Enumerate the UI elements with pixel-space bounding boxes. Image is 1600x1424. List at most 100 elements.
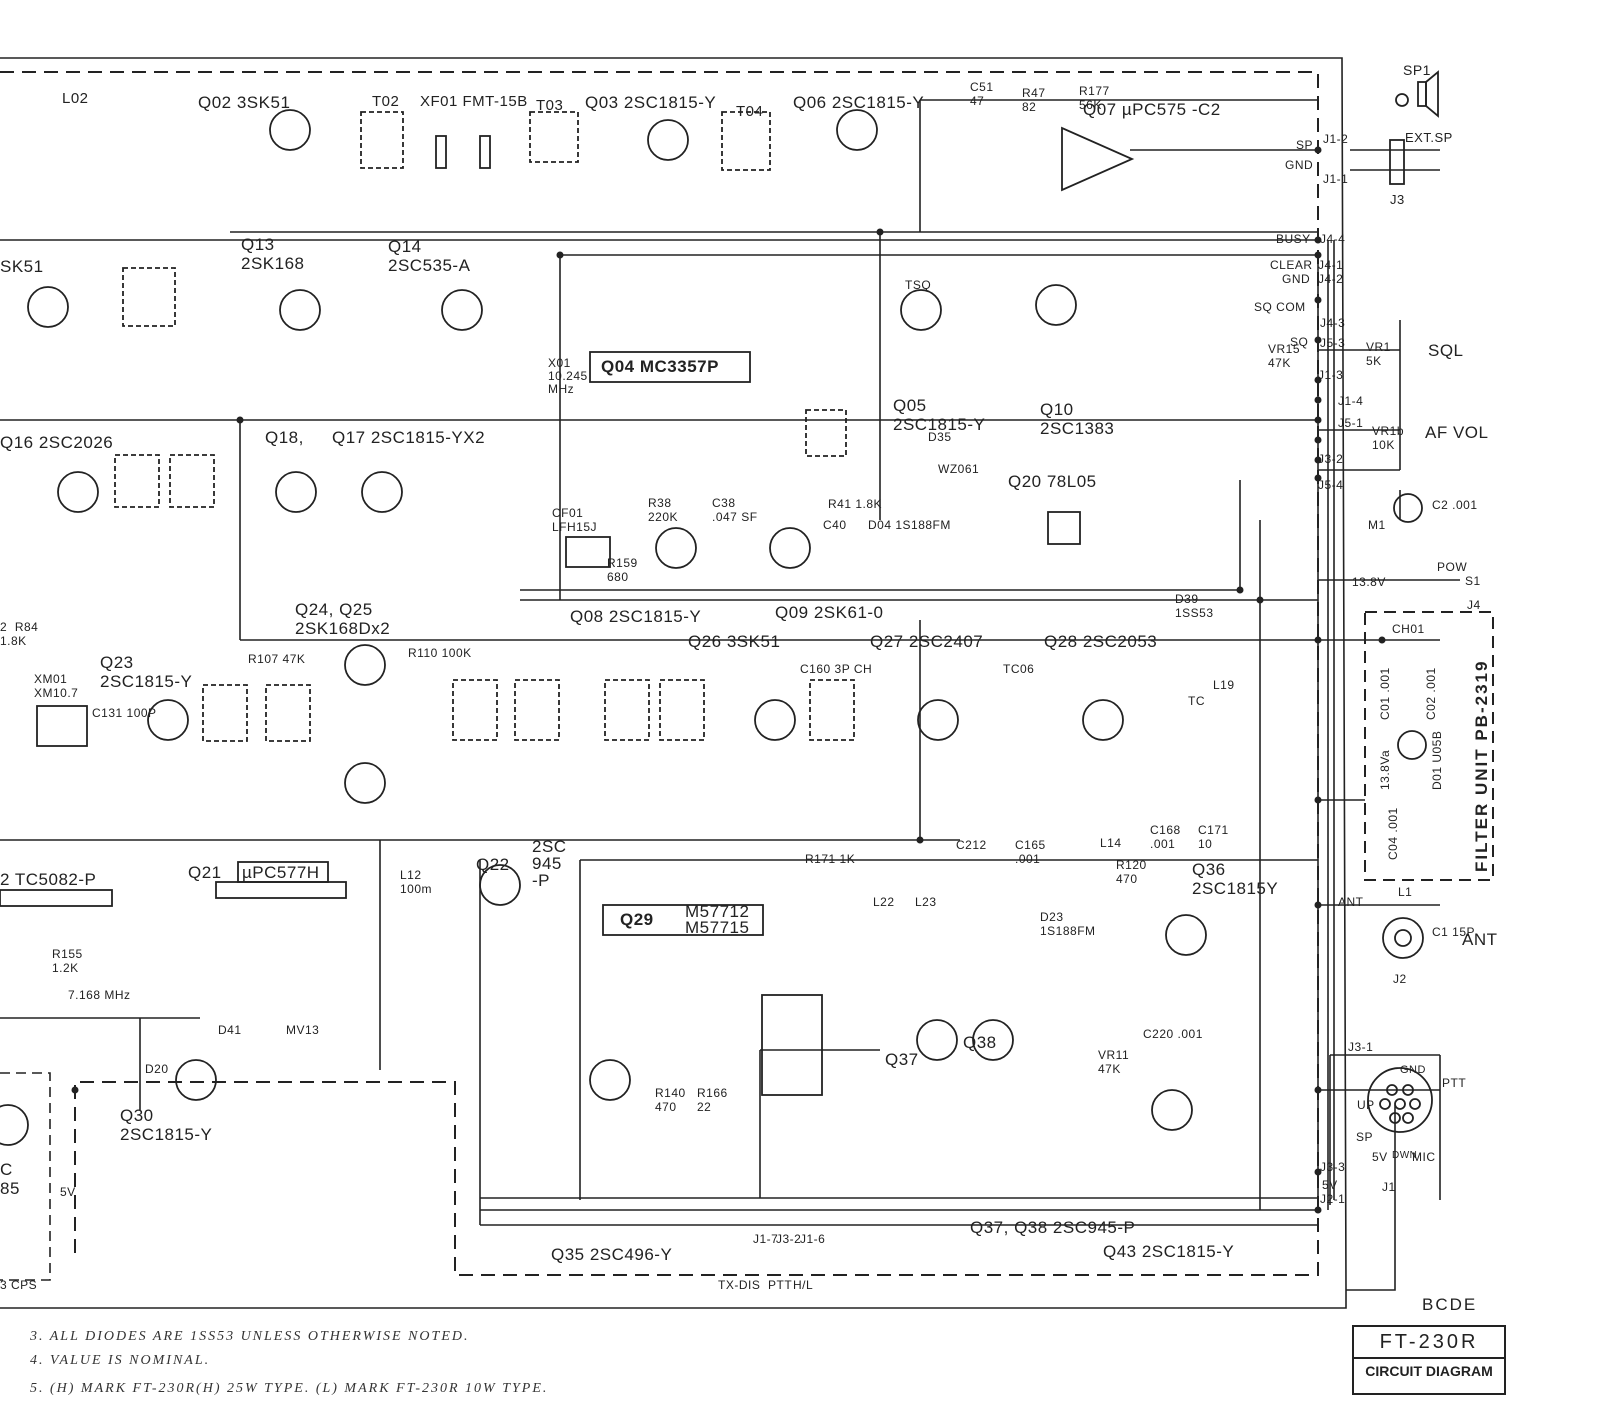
q37-q38-label: Q37, Q38 2SC945-P [970,1218,1136,1237]
l14-label: L14 [1100,836,1122,850]
q27-symbol [917,699,959,741]
d01-label: D01 U05B [1430,730,1444,790]
q38-symbol [972,1019,1014,1061]
clear-label: CLEAR [1270,258,1313,272]
q43-symbol [1151,1089,1193,1131]
q07-opamp-symbol [1061,126,1135,192]
t10-box [265,684,311,742]
j1-7-label: J1-7 [753,1232,779,1246]
q30-symbol [175,1059,217,1101]
vr11-label: VR11 47K [1098,1048,1130,1076]
q17-label: Q17 2SC1815-YX2 [332,428,486,447]
tsq-label: TSQ [905,278,932,292]
junctions [71,146,1386,1214]
xm01-label: XM01 XM10.7 [34,672,79,700]
r155-label: R155 1.2K [52,947,83,975]
gnd-label: GND [1285,158,1314,172]
q08-symbol [655,527,697,569]
q26-symbol [754,699,796,741]
q22-label: Q22 [476,855,510,874]
af-vol-label: AF VOL [1425,423,1489,442]
j3-ext-sp-jack [1389,139,1405,185]
d01-indicator [1397,730,1427,760]
q04-ic-body [589,351,751,383]
r107-label: R107 47K [248,652,306,666]
q-left-symbol [0,1104,29,1146]
tx-dis-label: TX-DIS [718,1278,761,1292]
hl-label: H/L [793,1278,814,1292]
d35-label: D35 [928,430,952,444]
t04-box [721,111,771,171]
r110-label: R110 100K [408,646,472,660]
j4-2-label: J4-2 [1318,272,1344,286]
q17-symbol [361,471,403,513]
sk51-label: SK51 [0,257,44,276]
q20-regulator-body [1047,511,1081,545]
vr1b-label: VR1b 10K [1372,424,1405,452]
r120-label: R120 470 [1116,858,1147,886]
q29-module-body [602,904,764,936]
q29h-label: M57712 [685,902,750,921]
xf01-crystal-a [435,135,447,169]
r38-label: R38 220K [648,496,679,524]
l22-label: L22 [873,895,895,909]
j2-1-label: J2-1 [1320,1192,1346,1206]
t11-box [452,679,498,741]
c212-label: C212 [956,838,987,852]
5v-c-label: 5V [60,1185,76,1199]
c01-label: C01 .001 [1378,667,1392,720]
c220-label: C220 .001 [1143,1027,1203,1041]
q21-pins [215,881,347,899]
q09-label: Q09 2SK61-0 [775,603,884,622]
q29-label: Q29 [620,910,654,929]
mic-label: MIC [1412,1150,1436,1164]
q14-symbol [441,289,483,331]
j4-1-label: J4-1 [1318,258,1344,272]
diagram-subtitle: CIRCUIT DIAGRAM [1365,1363,1493,1379]
tc5082-pins [0,889,113,907]
xf01-crystal-b [479,135,491,169]
d04-label: D04 1S188FM [868,518,951,532]
d20-label: D20 [145,1062,169,1076]
t04-label: T04 [736,103,764,120]
j3-2-label: J3-2 [1318,452,1344,466]
q05-symbol [900,289,942,331]
relay-block [761,994,823,1096]
q25-symbol [344,762,386,804]
q23-symbol [147,699,189,741]
q27-label: Q27 2SC2407 [870,632,984,651]
ant-jack [1382,917,1424,959]
c85-label: C 85 [0,1160,20,1198]
t02-label: T02 [372,93,400,110]
q37-symbol [916,1019,958,1061]
pow-label: POW [1437,560,1468,574]
t03-label: T03 [536,97,564,114]
q30-label: Q30 2SC1815-Y [120,1106,213,1144]
cf01-label: CF01 LFH15J [552,506,598,534]
components [0,70,1439,1146]
5v-label: 5V [1372,1150,1388,1164]
j4-label: J4 [1467,598,1481,612]
note-3: 3. ALL DIODES ARE 1SS53 UNLESS OTHERWISE… [30,1329,470,1344]
q29l-label: M57715 [685,918,750,937]
q35-label: Q35 2SC496-Y [551,1245,673,1264]
r84-label: 2 R84 1.8K [0,620,39,648]
q24-label: Q24, Q25 2SK168Dx2 [295,600,391,638]
q14-label: Q14 2SC535-A [388,237,471,275]
q18-symbol [275,471,317,513]
l19-label: L19 [1213,678,1235,692]
c51-label: C51 47 [970,80,994,108]
j5-1-label: J5-1 [1338,416,1364,430]
q24-symbol [344,644,386,686]
q26-label: Q26 3SK51 [688,632,781,651]
j4-4-label: J4-4 [1320,232,1346,246]
q23-label: Q23 2SC1815-Y [100,653,193,691]
q06-label: Q06 2SC1815-Y [793,93,925,112]
ext-sp-label: EXT.SP [1405,130,1453,145]
busy-label: BUSY [1276,232,1311,246]
sp1-speaker [1417,81,1427,107]
c40-label: C40 [823,518,847,532]
q16-symbol [57,471,99,513]
t06-box [122,267,176,327]
l23-label: L23 [915,895,937,909]
